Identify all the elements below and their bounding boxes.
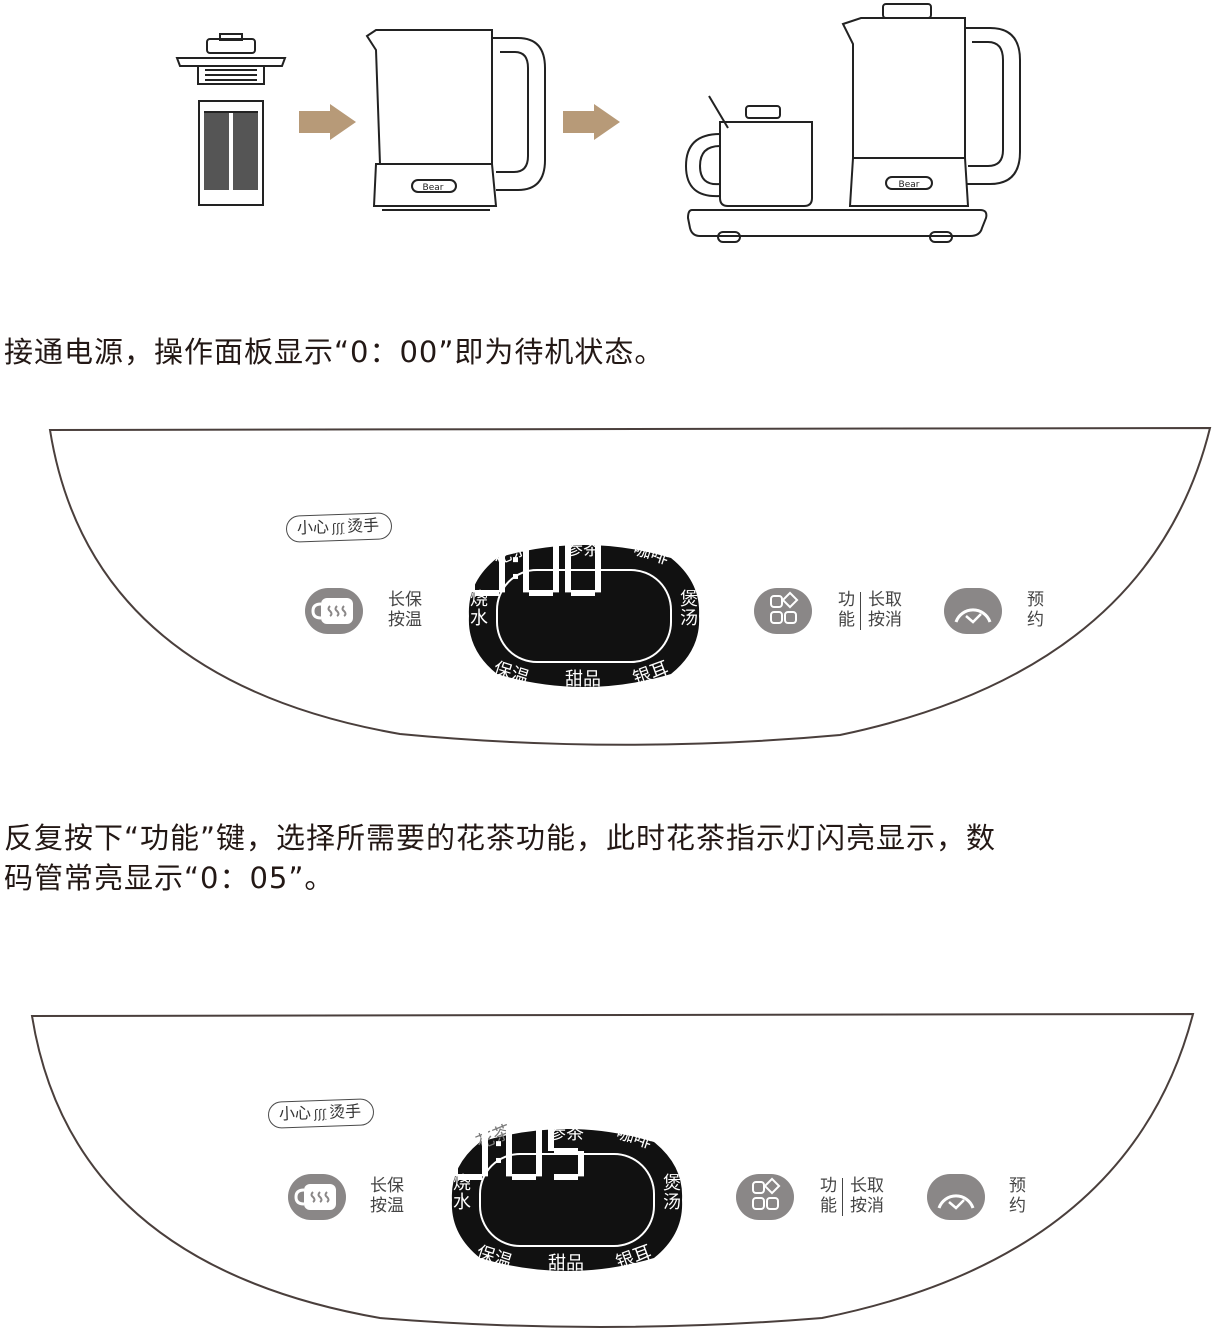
digit-5: [548, 1122, 584, 1180]
digit-readout: [469, 538, 601, 596]
led-display: 花茶 参茶 咖啡 烧水 煲汤 保温 甜品 银耳: [467, 537, 701, 694]
led-display: 花茶 参茶 咖啡 烧水 煲汤 保温 甜品 银耳: [450, 1121, 684, 1278]
mode-ginseng-tea: 参茶: [548, 1123, 584, 1144]
function-label: 功能: [820, 1176, 837, 1216]
cup-steam-icon: [294, 1184, 336, 1210]
label-divider: [860, 592, 861, 630]
colon-dot: [496, 1141, 501, 1147]
keep-warm-label: 长保按温: [388, 590, 422, 630]
instruction-step-2-line-2: 码管常亮显示“0：05”。: [4, 861, 335, 895]
function-grid-icon: [770, 591, 799, 624]
reserve-label: 预约: [1009, 1176, 1026, 1216]
instruction-step-2-line-1: 反复按下“功能”键，选择所需要的花茶功能，此时花茶指示灯闪亮显示，数: [4, 821, 997, 855]
keep-warm-label: 长保按温: [370, 1176, 404, 1216]
digit-readout: [452, 1122, 584, 1180]
instruction-step-1: 接通电源，操作面板显示“0：00”即为待机状态。: [4, 335, 665, 369]
strainer-icon: [198, 100, 264, 206]
reserve-label: 预约: [1027, 590, 1044, 630]
panel-outline: [30, 1012, 1195, 1328]
keep-warm-button[interactable]: [305, 588, 363, 634]
cup-steam-icon: [311, 598, 353, 624]
step-arrow-2: [563, 104, 620, 140]
digit-0: [523, 538, 559, 596]
clock-icon: [937, 1194, 975, 1210]
function-button[interactable]: [754, 588, 812, 634]
mode-dessert: 甜品: [565, 669, 601, 690]
panel-outline: [48, 426, 1212, 746]
colon-dot: [513, 557, 518, 563]
reserve-button[interactable]: [927, 1174, 985, 1220]
kettle-icon: [365, 29, 546, 211]
colon-dot: [513, 573, 518, 579]
clock-icon: [954, 608, 992, 624]
digit-0: [506, 1122, 542, 1180]
step-arrow-1: [299, 104, 356, 140]
mode-dessert: 甜品: [548, 1253, 584, 1274]
function-button[interactable]: [736, 1174, 794, 1220]
assembly-illustration: Bear Bear: [0, 0, 1212, 260]
kettle-with-tray-icon: [684, 3, 1021, 243]
cancel-label: 长取按消: [868, 590, 902, 630]
label-divider: [842, 1178, 843, 1216]
function-label: 功能: [838, 590, 855, 630]
brand-logo: Bear: [423, 183, 444, 193]
colon-dot: [496, 1157, 501, 1163]
digit-0: [452, 1122, 488, 1180]
digit-0: [565, 538, 601, 596]
cancel-label: 长取按消: [850, 1176, 884, 1216]
reserve-button[interactable]: [944, 588, 1002, 634]
mode-soup: 煲汤: [680, 589, 698, 629]
mode-ginseng-tea: 参茶: [565, 539, 601, 560]
assembly-illustration-svg: Bear Bear: [175, 3, 1021, 243]
keep-warm-button[interactable]: [288, 1174, 346, 1220]
digit-0: [469, 538, 505, 596]
function-grid-icon: [752, 1177, 781, 1210]
brand-logo: Bear: [899, 180, 920, 190]
lid-icon: [175, 33, 287, 85]
mode-soup: 煲汤: [663, 1173, 681, 1213]
